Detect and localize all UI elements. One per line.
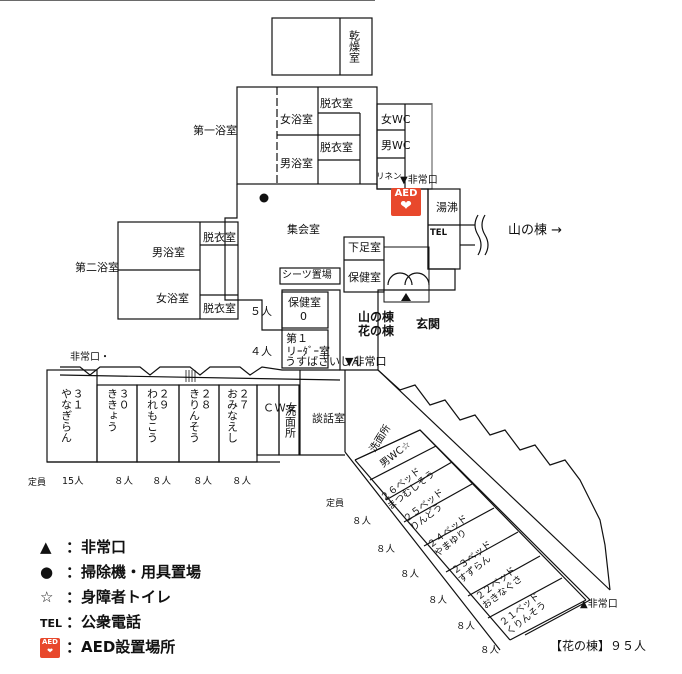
bath1-label: 第一浴室 — [193, 124, 237, 137]
emergency-exit-mid-label: ▼非常口 — [345, 355, 387, 368]
water-heater-label: 湯沸 — [436, 201, 458, 214]
yama-link-label: 山の棟 → — [508, 223, 563, 238]
emergency-exit-left-label: 非常口・ — [70, 352, 110, 363]
room28-label: ２８ きりんそう — [187, 388, 213, 443]
cap4-label: ４人 — [250, 345, 272, 358]
men-bath2-label: 男浴室 — [152, 246, 185, 259]
cap5-label: ５人 — [250, 305, 272, 318]
capacity-label-left: 定員 — [28, 478, 47, 488]
cap30: ８人 — [114, 476, 134, 487]
room31-label: ３１ やなぎらん — [59, 388, 85, 443]
changing2b-label: 脱衣室 — [203, 302, 236, 315]
emergency-exit-top-label: ▼非常口 — [400, 175, 438, 186]
sheets-label: シーツ置場 — [282, 270, 332, 281]
cap25: ８人 — [376, 544, 396, 555]
drying-room-label: 乾燥室 — [347, 30, 361, 63]
usuba-label: うすばさいしん — [285, 355, 362, 368]
health-room-sub-label: 0 — [300, 310, 307, 323]
sheets-outline — [279, 267, 341, 285]
wc-women-label: 女 Ｗ Ｃ — [261, 402, 298, 413]
cap21: ８人 — [480, 645, 500, 656]
aed-icon: AED❤ — [40, 637, 60, 658]
shoe-room-label: 下足室 — [348, 241, 381, 254]
women-bath1-label: 女浴室 — [280, 113, 313, 126]
washroom-outline — [278, 384, 300, 456]
cap23: ８人 — [428, 595, 448, 606]
legend-item-aed: AED❤：AED設置場所 — [40, 637, 176, 658]
cap22: ８人 — [456, 621, 476, 632]
men-bath1-label: 男浴室 — [280, 157, 313, 170]
changing2a-label: 脱衣室 — [203, 231, 236, 244]
leader-room-label: 第１ リｰﾀﾞｰ室 — [286, 332, 330, 358]
cap31: 15人 — [62, 476, 84, 487]
entrance-bldg-label: 山の棟 花の棟 — [358, 310, 395, 339]
changing1a-label: 脱衣室 — [320, 97, 353, 110]
room30-label: ３０ ききょう — [105, 388, 131, 432]
capacity-label-right: 定員 — [326, 499, 345, 509]
drying-room-outline — [271, 17, 373, 76]
health-room-right-label: 保健室 — [348, 271, 381, 284]
tel-label: TEL — [430, 228, 448, 238]
footer-label: 【花の棟】９５人 — [550, 639, 647, 653]
entrance-label: 玄関 — [416, 317, 441, 331]
bath2-label: 第二浴室 — [75, 261, 119, 274]
wc-women-outline — [256, 384, 280, 456]
legend-item-cleaner: ●：掃除機・用具置場 — [40, 563, 202, 581]
lounge-label: 談話室 — [312, 412, 345, 425]
washroom-label: 洗面所 — [283, 405, 297, 438]
triangle-icon: ▲ — [40, 538, 52, 556]
cap29: ８人 — [152, 476, 172, 487]
legend-item-exit: ▲：非常口 — [40, 538, 127, 556]
cap27: ８人 — [232, 476, 252, 487]
changing1b-label: 脱衣室 — [320, 141, 353, 154]
heart-icon: ❤ — [400, 198, 412, 214]
linen-label: リネン — [376, 172, 402, 182]
women-bath2-label: 女浴室 — [156, 292, 189, 305]
aed-text: AED — [394, 188, 418, 199]
tel-icon: TEL — [40, 617, 63, 630]
emergency-exit-bottom-label: ▲非常口 — [580, 599, 618, 610]
dot-icon: ● — [40, 563, 54, 581]
entrance-exit-triangle — [401, 293, 411, 301]
room27-label: ２７ おみなえし — [225, 388, 251, 443]
health-room-label: 保健室 — [288, 296, 321, 309]
cap28: ８人 — [193, 476, 213, 487]
health-room-outline — [281, 291, 329, 329]
women-wc-top-label: 女WC — [381, 113, 411, 126]
cap26: ８人 — [352, 516, 372, 527]
men-wc-top-label: 男WC — [381, 139, 411, 152]
cap24: ８人 — [400, 569, 420, 580]
cleaner-storage-dot — [259, 193, 269, 203]
assembly-label: 集会室 — [287, 223, 320, 236]
legend-item-phone: TEL：公衆電話 — [40, 613, 142, 631]
legend-item-accessible: ☆：身障者トイレ — [40, 588, 172, 606]
aed-marker: AED ❤ — [391, 188, 421, 216]
leader-room-outline — [281, 329, 329, 369]
star-icon: ☆ — [40, 588, 54, 606]
room29-label: ２９ われもこう — [145, 388, 171, 443]
